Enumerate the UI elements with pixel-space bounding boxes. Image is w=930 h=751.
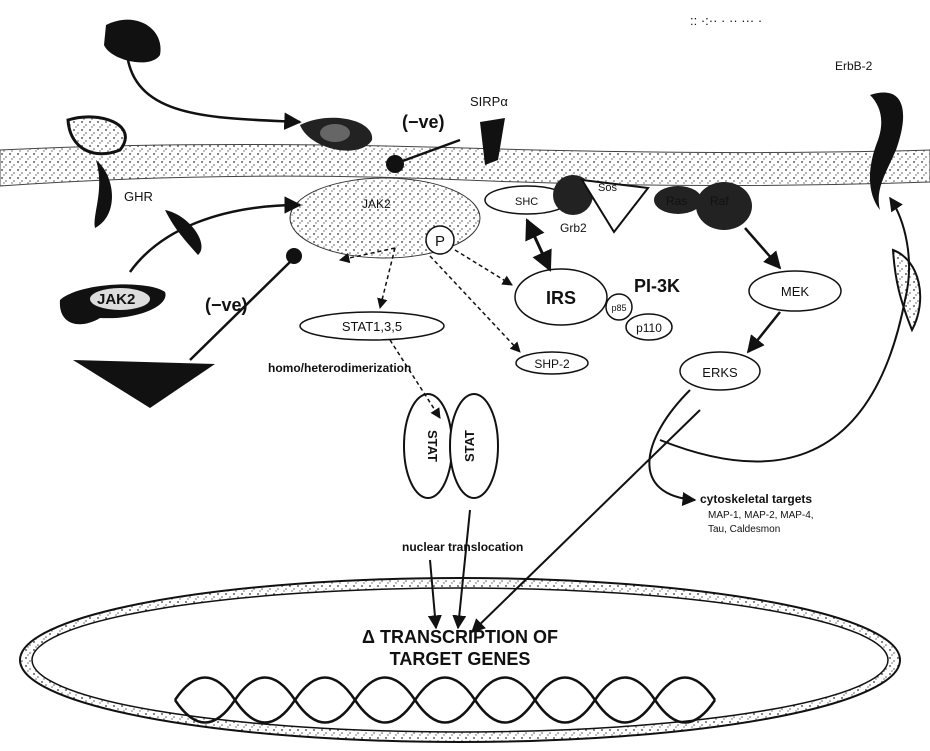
socs-label: SOCS bbox=[118, 370, 164, 387]
ras-label: Ras bbox=[666, 194, 687, 208]
inhibition-dot-top bbox=[386, 155, 404, 173]
jak2-receptor-label: JAK2 bbox=[362, 197, 391, 211]
transcription-line2: TARGET GENES bbox=[390, 649, 531, 669]
arrow-ghr-to-complex bbox=[130, 205, 300, 272]
arrow-mek-to-erks bbox=[748, 312, 780, 352]
mek-label: MEK bbox=[781, 284, 810, 299]
negative-regulation-label-socs: (−ve) bbox=[205, 295, 248, 315]
ghr-tail bbox=[165, 210, 202, 255]
shp2-label: SHP-2 bbox=[534, 357, 570, 371]
transcription-line1: Δ TRANSCRIPTION OF bbox=[362, 627, 558, 647]
cell-membrane bbox=[0, 144, 930, 186]
erbb2-label: ErbB-2 bbox=[835, 59, 873, 73]
jak2-free-label: JAK2 bbox=[97, 291, 135, 308]
irs-label: IRS bbox=[546, 288, 576, 308]
sirpa-label: SIRPα bbox=[470, 94, 508, 109]
sos-label: Sos bbox=[598, 182, 617, 194]
gh-ligand-top bbox=[104, 20, 161, 63]
p110-label: p110 bbox=[636, 321, 662, 335]
dimerization-label: homo/heterodimerization bbox=[268, 361, 411, 375]
stat-b-label: STAT bbox=[462, 430, 477, 462]
raf-label: Raf bbox=[710, 194, 729, 208]
ghr-label: GHR bbox=[124, 189, 153, 204]
arrow-raf-to-mek bbox=[745, 228, 780, 268]
erks-label: ERKS bbox=[702, 365, 738, 380]
dashed-arrow-to-irs bbox=[455, 250, 512, 285]
stat-a-label: STAT bbox=[425, 430, 440, 462]
cytoskeletal-targets-line1: MAP-1, MAP-2, MAP-4, bbox=[708, 510, 814, 521]
grb2-label: Grb2 bbox=[560, 221, 587, 235]
shc-label: SHC bbox=[515, 196, 538, 208]
p85-label: p85 bbox=[611, 303, 626, 313]
arrow-erks-to-erbb2 bbox=[660, 198, 909, 462]
header-faint-text: :: ·:·· · ·· ··· · bbox=[690, 13, 762, 28]
nuclear-translocation-label: nuclear translocation bbox=[402, 540, 523, 554]
socs-inhibition-dot bbox=[286, 248, 302, 264]
arrow-gh-to-receptor bbox=[128, 60, 300, 122]
pi3k-label: PI-3K bbox=[634, 276, 680, 296]
phospho-label: P bbox=[435, 233, 445, 250]
cytoskeletal-targets-title: cytoskeletal targets bbox=[700, 492, 812, 506]
negative-regulation-label-top: (−ve) bbox=[402, 112, 445, 132]
arrow-shc-irs-bidirectional bbox=[527, 220, 550, 270]
dashed-arrow-to-shp2 bbox=[430, 256, 520, 352]
cytoskeletal-targets-line2: Tau, Caldesmon bbox=[708, 524, 780, 535]
stat135-label: STAT1,3,5 bbox=[342, 319, 402, 334]
gh-ligand-core bbox=[320, 124, 350, 142]
